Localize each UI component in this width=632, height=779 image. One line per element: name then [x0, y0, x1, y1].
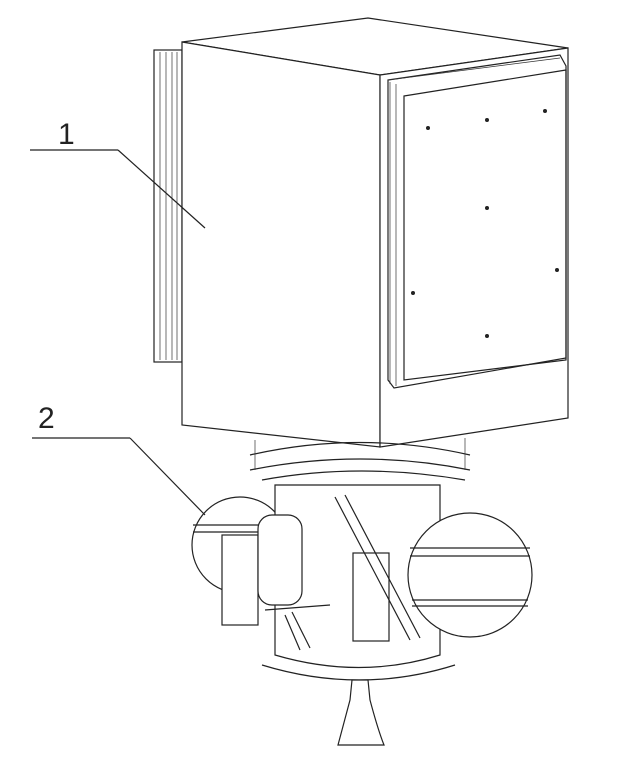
adapter-ring: [249, 438, 471, 481]
right-propellant-tank: [407, 512, 533, 638]
part-label-1: 1: [58, 118, 75, 151]
central-cylinder: [221, 484, 456, 681]
right-solar-panel: [387, 54, 567, 389]
left-folded-panels: [153, 49, 183, 363]
part-label-2: 2: [38, 402, 55, 435]
engine-nozzle: [337, 679, 385, 746]
label-leaders: [30, 149, 206, 516]
